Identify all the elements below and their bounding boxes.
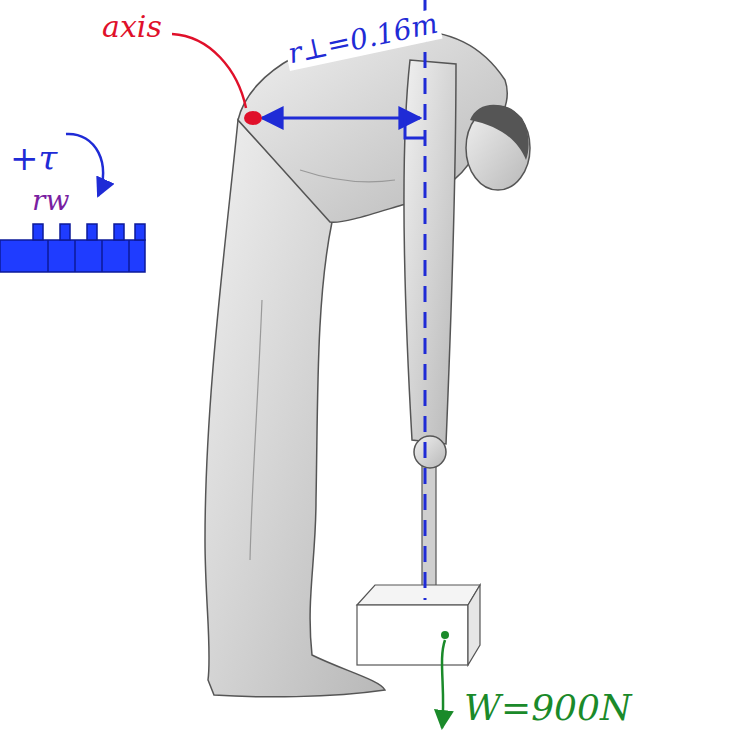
box-center-dot — [441, 631, 449, 639]
weight-label: W=900N — [462, 688, 633, 728]
hand — [414, 436, 446, 468]
weight-box-top — [357, 585, 480, 605]
weight-box-side — [468, 585, 480, 665]
axis-label: axis — [100, 10, 164, 43]
axis-dot — [244, 111, 262, 125]
leg-shading — [250, 300, 262, 560]
torso — [238, 30, 507, 222]
ruler-comb — [0, 224, 145, 272]
moment-arm-arrow — [262, 117, 420, 120]
weight-box-front — [357, 605, 468, 665]
torque-label: rw — [30, 186, 71, 217]
torque-sign-label: +τ — [8, 140, 59, 177]
right-angle-mark — [405, 118, 425, 138]
axis-leader — [172, 34, 246, 108]
torque-arc — [66, 134, 103, 196]
torso-shading — [300, 170, 395, 182]
line-of-action — [424, 0, 427, 600]
hair — [470, 105, 529, 160]
weight-arrow — [442, 640, 445, 728]
